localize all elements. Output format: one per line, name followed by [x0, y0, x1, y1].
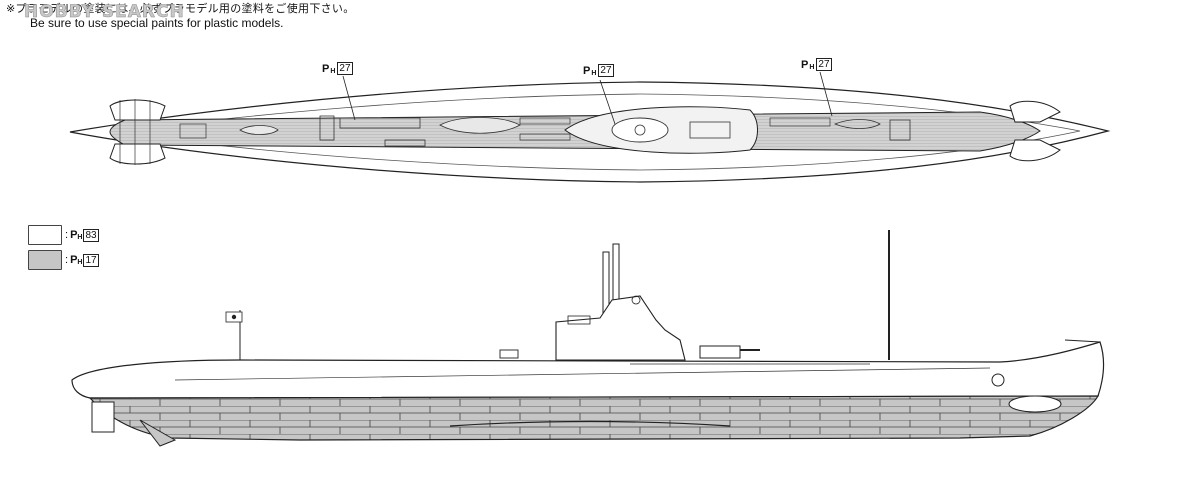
top-view-stern	[109, 99, 166, 165]
side-view	[71, 230, 1105, 447]
side-view-conning-tower	[555, 295, 686, 361]
legend-swatch-white	[28, 225, 62, 245]
side-view-lower-hull	[88, 395, 1100, 441]
paint-note: ※プラモデルの塗装には、必ずプラモデル用の塗料をご使用下さい。 Be sure …	[6, 2, 355, 30]
side-view-upper-hull	[71, 341, 1105, 399]
paint-note-english: Be sure to use special paints for plasti…	[30, 16, 284, 30]
legend-swatch-grey	[28, 250, 62, 270]
top-view	[69, 71, 1111, 183]
paint-note-japanese: ※プラモデルの塗装には、必ずプラモデル用の塗料をご使用下さい。	[6, 2, 355, 15]
top-view-bow	[1009, 100, 1061, 162]
watermark-logo: HOBBY SEARCH	[24, 2, 185, 23]
